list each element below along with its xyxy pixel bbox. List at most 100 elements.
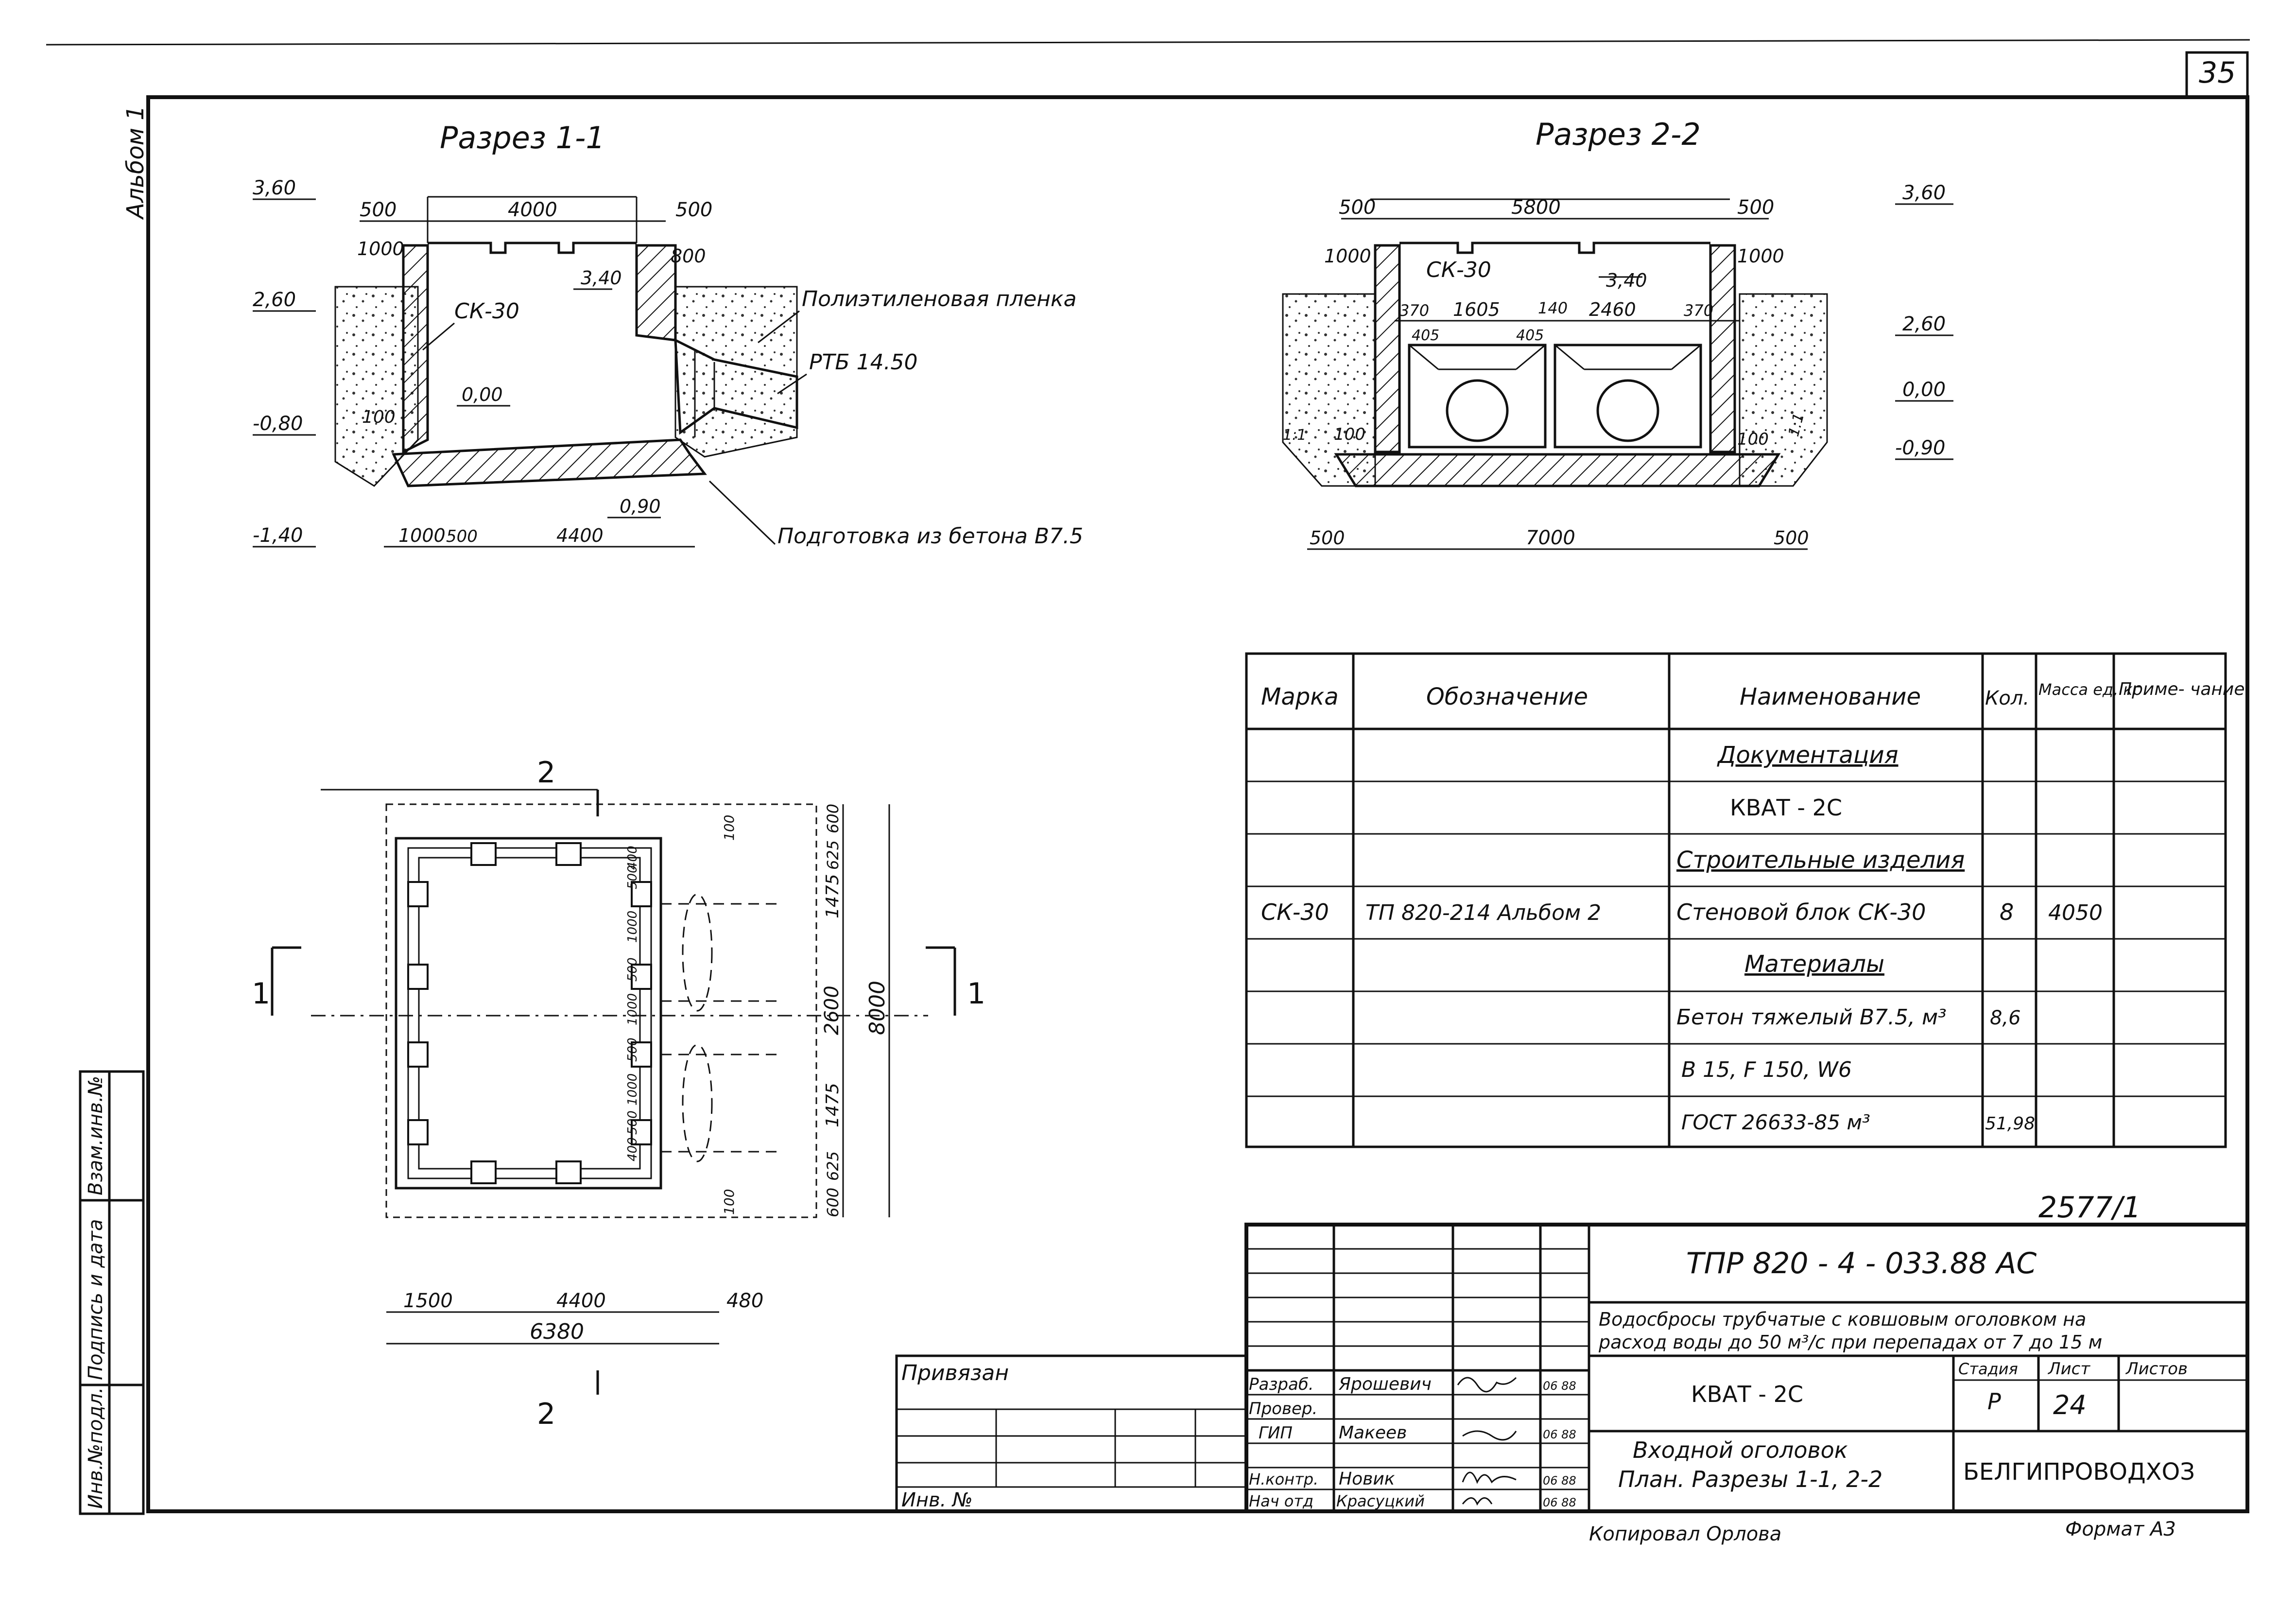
plan-dim-4400: 4400 [556, 1290, 606, 1312]
tb-sheet-title-2: План. Разрезы 1-1, 2-2 [1618, 1466, 1882, 1492]
s11-label-block: СК-30 [454, 299, 519, 324]
spec-header-note: Приме- чание [2119, 679, 2244, 699]
page-number: 35 [2199, 56, 2236, 90]
s11-dim-bottom-4400: 4400 [556, 525, 604, 546]
spec-header-designation: Обозначение [1426, 683, 1588, 710]
plan-dim-6380: 6380 [530, 1319, 584, 1344]
spec-header-name: Наименование [1740, 683, 1921, 710]
tb-org: БЕЛГИПРОВОДХОЗ [1963, 1458, 2195, 1486]
s11-dim-100: 100 [362, 407, 396, 427]
album-label: Альбом 1 [122, 105, 149, 220]
plan-dim-r-600a: 600 [824, 804, 842, 833]
s22-slope-left: 1:1 [1283, 427, 1306, 444]
section-2-2-title: Разрез 2-2 [1536, 117, 1701, 152]
s22-elev-340: 3,40 [1606, 270, 1647, 291]
tb-role-1: Провер. [1249, 1399, 1317, 1418]
sheet-frame: 35 Альбом 1 [46, 39, 2250, 1513]
s22-dim-top-mid: 5800 [1511, 196, 1561, 219]
plan-inner-dim: 1000 [625, 1073, 640, 1106]
plan-dim-r-2600: 2600 [821, 986, 843, 1035]
plan-dim-r-625b: 625 [824, 1151, 842, 1181]
tb-date-5: 06 88 [1543, 1496, 1576, 1509]
tb-role-4: Н.контр. [1249, 1470, 1318, 1488]
s11-label-pipe: РТБ 14.50 [809, 350, 918, 375]
s22-elev-m090: -0,90 [1895, 437, 1946, 459]
strip-label-signature: Подпись и дата [85, 1219, 107, 1380]
s11-label-prep: Подготовка из бетона В7.5 [777, 524, 1083, 549]
s11-dim-top-right: 500 [675, 199, 712, 221]
s22-dim-bottom-500b: 500 [1774, 527, 1809, 549]
spec-row-2-name: Строительные изделия [1676, 847, 1965, 874]
left-strip: Взам.инв.№ Подпись и дата Инв.№подл. [79, 1070, 145, 1515]
spec-row-4-name: Материалы [1744, 951, 1884, 978]
s11-elev-260: 2,60 [253, 289, 296, 311]
tb-sheet: 24 [2053, 1390, 2087, 1420]
s11-dim-1000: 1000 [357, 238, 404, 259]
spec-row-3-designation: ТП 820-214 Альбом 2 [1365, 900, 1601, 925]
s22-label-block: СК-30 [1426, 258, 1491, 282]
strip-label-inventory: Инв.№подл. [85, 1387, 107, 1509]
spec-header-mark: Марка [1261, 683, 1339, 710]
spec-row-6-name: В 15, F 150, W6 [1681, 1057, 1852, 1082]
spec-table: Марка Обозначение Наименование Кол. Масс… [1245, 652, 2244, 1148]
s11-elev-360: 3,60 [253, 177, 296, 199]
tb-date-0: 06 88 [1543, 1379, 1576, 1393]
signature-icon [1457, 1377, 1517, 1393]
plan-dim-r-1475a: 1475 [823, 874, 843, 918]
s22-dim-370b: 370 [1684, 301, 1713, 320]
plan-view: 2 2 1 1 1500 4400 480 6380 600 625 1475 … [252, 756, 985, 1431]
spec-row-7-name: ГОСТ 26633-85 м³ [1681, 1110, 1870, 1134]
tb-role-5: Нач отд [1249, 1492, 1313, 1510]
s11-dim-bottom-500: 500 [446, 527, 478, 546]
s22-dim-370a: 370 [1399, 301, 1429, 320]
signature-icon [1462, 1471, 1517, 1484]
plan-inner-dim: 400 [625, 846, 640, 870]
spec-header-mass: Масса ед, кг [2038, 680, 2141, 699]
footer-format: Формат А3 [2065, 1518, 2176, 1540]
s22-dim-bottom-500a: 500 [1310, 527, 1345, 549]
spec-header-qty: Кол. [1985, 687, 2029, 709]
tb-date-2: 06 88 [1543, 1428, 1576, 1441]
tb-inv-no: Инв. № [901, 1489, 973, 1511]
s11-elev-090: 0,90 [620, 496, 661, 517]
s11-label-film: Полиэтиленовая пленка [802, 287, 1077, 311]
tb-description-2: расход воды до 50 м³/с при перепадах от … [1598, 1331, 2102, 1353]
tb-role-0: Разраб. [1249, 1375, 1314, 1394]
spec-row-7-qty: 51,98 [1985, 1114, 2035, 1134]
tb-sheet-title-1: Входной оголовок [1633, 1437, 1848, 1463]
tb-code: ТПР 820 - 4 - 033.88 АС [1686, 1246, 2037, 1280]
plan-cut2-bottom: 2 [537, 1397, 555, 1431]
plan-inner-dim: 100 [721, 1189, 737, 1215]
plan-inner-dims: 100 500 400 1000 500 1000 500 1000 500 4… [625, 815, 737, 1215]
section-2-2: Разрез 2-2 500 5800 500 1000 1000 370 16… [1282, 117, 1953, 550]
plan-wall-blocks [407, 842, 652, 1184]
spec-row-0-name: Документация [1717, 742, 1899, 769]
s22-dim-bottom-7000: 7000 [1526, 527, 1575, 549]
s22-dim-405b: 405 [1516, 327, 1544, 344]
spec-row-3-mass: 4050 [2048, 900, 2103, 925]
signature-icon [1462, 1497, 1493, 1506]
tb-object: КВАТ - 2С [1691, 1381, 1803, 1407]
tb-sheet-label: Лист [2047, 1359, 2090, 1379]
s22-dim-140: 140 [1538, 299, 1568, 317]
tb-name-0: Ярошевич [1338, 1374, 1432, 1394]
spec-row-3-mark: СК-30 [1261, 899, 1329, 925]
s22-dim-2460: 2460 [1589, 299, 1636, 320]
plan-dim-480: 480 [726, 1290, 763, 1312]
s22-elev-360: 3,60 [1902, 182, 1946, 204]
s11-dim-800: 800 [671, 245, 706, 267]
section-1-1-title: Разрез 1-1 [440, 120, 605, 156]
s22-dim-100b: 100 [1737, 430, 1769, 449]
tb-sheets-label: Листов [2125, 1359, 2188, 1379]
plan-dim-1500: 1500 [403, 1290, 453, 1312]
tb-stage: Р [1987, 1388, 2001, 1415]
tb-name-5: Красуцкий [1336, 1492, 1425, 1510]
plan-inner-dim: 500 [625, 957, 640, 982]
plan-inner-dim: 1000 [625, 993, 640, 1025]
plan-inner-dim: 100 [721, 815, 737, 841]
plan-dim-r-8000: 8000 [865, 981, 890, 1035]
tb-name-4: Новик [1339, 1469, 1395, 1489]
plan-cut1-left: 1 [252, 977, 270, 1011]
title-block: Привязан Инв. № Разраб. Провер. ГИП Н.ко… [895, 1223, 2249, 1513]
plan-inner-dim: 400 [625, 1137, 640, 1161]
